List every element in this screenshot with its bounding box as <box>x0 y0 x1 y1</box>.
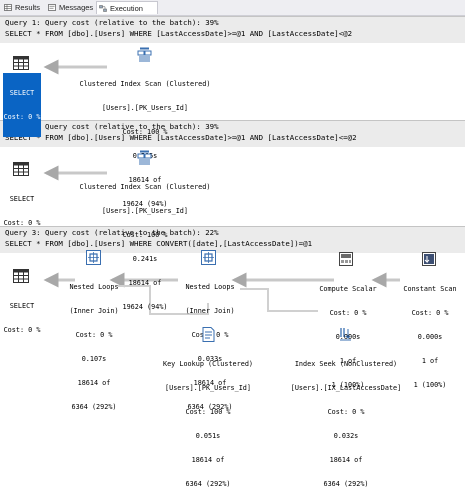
keylookup-cost: Cost: 100 % <box>185 408 231 416</box>
tab-results[interactable]: Results <box>2 1 44 14</box>
constant-time: 0.000s <box>417 333 443 341</box>
compute-op-name: Compute Scalar <box>319 285 377 293</box>
scan-object: [Users].[PK_Users_Id] <box>102 207 188 215</box>
constant-estimated-rows: 1 (100%) <box>413 381 447 389</box>
select-cost: Cost: 0 % <box>3 113 41 121</box>
query-1-header: Query 1: Query cost (relative to the bat… <box>0 16 465 43</box>
query-3-keylookup-label: Key Lookup (Clustered) [Users].[PK_Users… <box>148 344 268 504</box>
tab-results-label: Results <box>15 3 41 12</box>
query-2-select-label: SELECT Cost: 0 % <box>3 179 41 243</box>
grid-icon <box>4 4 12 11</box>
compute-estimated-rows: 1 (100%) <box>331 381 365 389</box>
keylookup-time: 0.051s <box>195 432 221 440</box>
select-cost: Cost: 0 % <box>3 219 41 227</box>
seek-estimated-rows: 6364 (292%) <box>323 480 369 488</box>
results-tabbar: Results Messages Execution plan <box>0 0 465 26</box>
nested-cost: Cost: 0 % <box>191 331 229 339</box>
query-1-cost-text: Query 1: Query cost (relative to the bat… <box>5 18 219 27</box>
keylookup-op-name: Key Lookup (Clustered) <box>162 360 254 368</box>
select-table-icon <box>13 269 29 283</box>
query-3-seek-label: Index Seek (NonClustered) [Users].[IX_La… <box>286 344 406 504</box>
select-table-icon <box>13 56 29 70</box>
index-seek-icon <box>340 328 351 341</box>
messages-icon <box>48 4 56 11</box>
nested-loops-icon <box>86 250 101 265</box>
keylookup-object: [Users].[PK_Users_Id] <box>165 384 251 392</box>
compute-scalar-icon <box>339 252 353 266</box>
constant-actual-rows: 1 of <box>421 357 439 365</box>
nested-time: 0.033s <box>197 355 223 363</box>
compute-cost: Cost: 0 % <box>329 309 367 317</box>
scan-op-name: Clustered Index Scan (Clustered) <box>79 183 211 191</box>
seek-cost: Cost: 0 % <box>327 408 365 416</box>
nested-actual-rows: 18614 of <box>77 379 111 387</box>
select-table-icon <box>13 162 29 176</box>
nested-loops-icon <box>201 250 216 265</box>
seek-actual-rows: 18614 of <box>329 456 363 464</box>
query-1-select-label: SELECT Cost: 0 % <box>3 73 41 137</box>
query-3-nested-1-label: Nested Loops (Inner Join) Cost: 0 % 0.10… <box>58 267 130 427</box>
scan-cost: Cost: 100 % <box>122 128 168 136</box>
execution-plan-icon <box>99 5 107 12</box>
seek-op-name: Index Seek (NonClustered) <box>294 360 398 368</box>
query-3-header: Query 3: Query cost (relative to the bat… <box>0 226 465 253</box>
select-name: SELECT <box>9 302 35 310</box>
keylookup-actual-rows: 18614 of <box>191 456 225 464</box>
nested-op-name: Nested Loops <box>69 283 119 291</box>
constant-cost: Cost: 0 % <box>411 309 449 317</box>
scan-op-name: Clustered Index Scan (Clustered) <box>79 80 211 88</box>
tab-messages[interactable]: Messages <box>46 1 94 14</box>
scan-actual-rows: 18614 of <box>128 176 162 184</box>
nested-time: 0.107s <box>81 355 107 363</box>
scan-actual-rows: 18614 of <box>128 279 162 287</box>
scan-object: [Users].[PK_Users_Id] <box>102 104 188 112</box>
compute-actual-rows: 1 of <box>339 357 357 365</box>
nested-op-name: Nested Loops <box>185 283 235 291</box>
clustered-index-scan-icon <box>137 150 152 165</box>
scan-cost: Cost: 100 % <box>122 231 168 239</box>
select-name: SELECT <box>9 89 35 97</box>
nested-actual-rows: 18614 of <box>193 379 227 387</box>
nested-join-type: (Inner Join) <box>69 307 119 315</box>
query-3-constant-label: Constant Scan Cost: 0 % 0.000s 1 of 1 (1… <box>398 269 462 405</box>
select-cost: Cost: 0 % <box>3 326 41 334</box>
query-3-sql-text: SELECT * FROM [dbo].[Users] WHERE CONVER… <box>5 239 313 248</box>
query-3-cost-text: Query 3: Query cost (relative to the bat… <box>5 228 219 237</box>
nested-estimated-rows: 6364 (292%) <box>71 403 117 411</box>
constant-op-name: Constant Scan <box>403 285 457 293</box>
keylookup-estimated-rows: 6364 (292%) <box>185 480 231 488</box>
constant-scan-icon <box>422 252 436 266</box>
key-lookup-icon <box>202 327 215 342</box>
query-2-sql-text: SELECT * FROM [dbo].[Users] WHERE [LastA… <box>5 133 357 142</box>
seek-object: [Users].[IX_LastAccessDate] <box>290 384 402 392</box>
clustered-index-scan-icon <box>137 47 152 62</box>
query-1-sql-text: SELECT * FROM [dbo].[Users] WHERE [LastA… <box>5 29 353 38</box>
query-3-select-label: SELECT Cost: 0 % <box>3 286 41 350</box>
query-2-scan-label: Clustered Index Scan (Clustered) [Users]… <box>65 167 225 327</box>
tab-messages-label: Messages <box>59 3 94 12</box>
scan-estimated-rows: 19624 (94%) <box>122 303 168 311</box>
tab-execution-plan[interactable]: Execution plan <box>96 1 158 26</box>
seek-time: 0.032s <box>333 432 359 440</box>
scan-estimated-rows: 19624 (94%) <box>122 200 168 208</box>
nested-join-type: (Inner Join) <box>185 307 235 315</box>
select-name: SELECT <box>9 195 35 203</box>
scan-time: 0.241s <box>132 255 158 263</box>
nested-cost: Cost: 0 % <box>75 331 113 339</box>
